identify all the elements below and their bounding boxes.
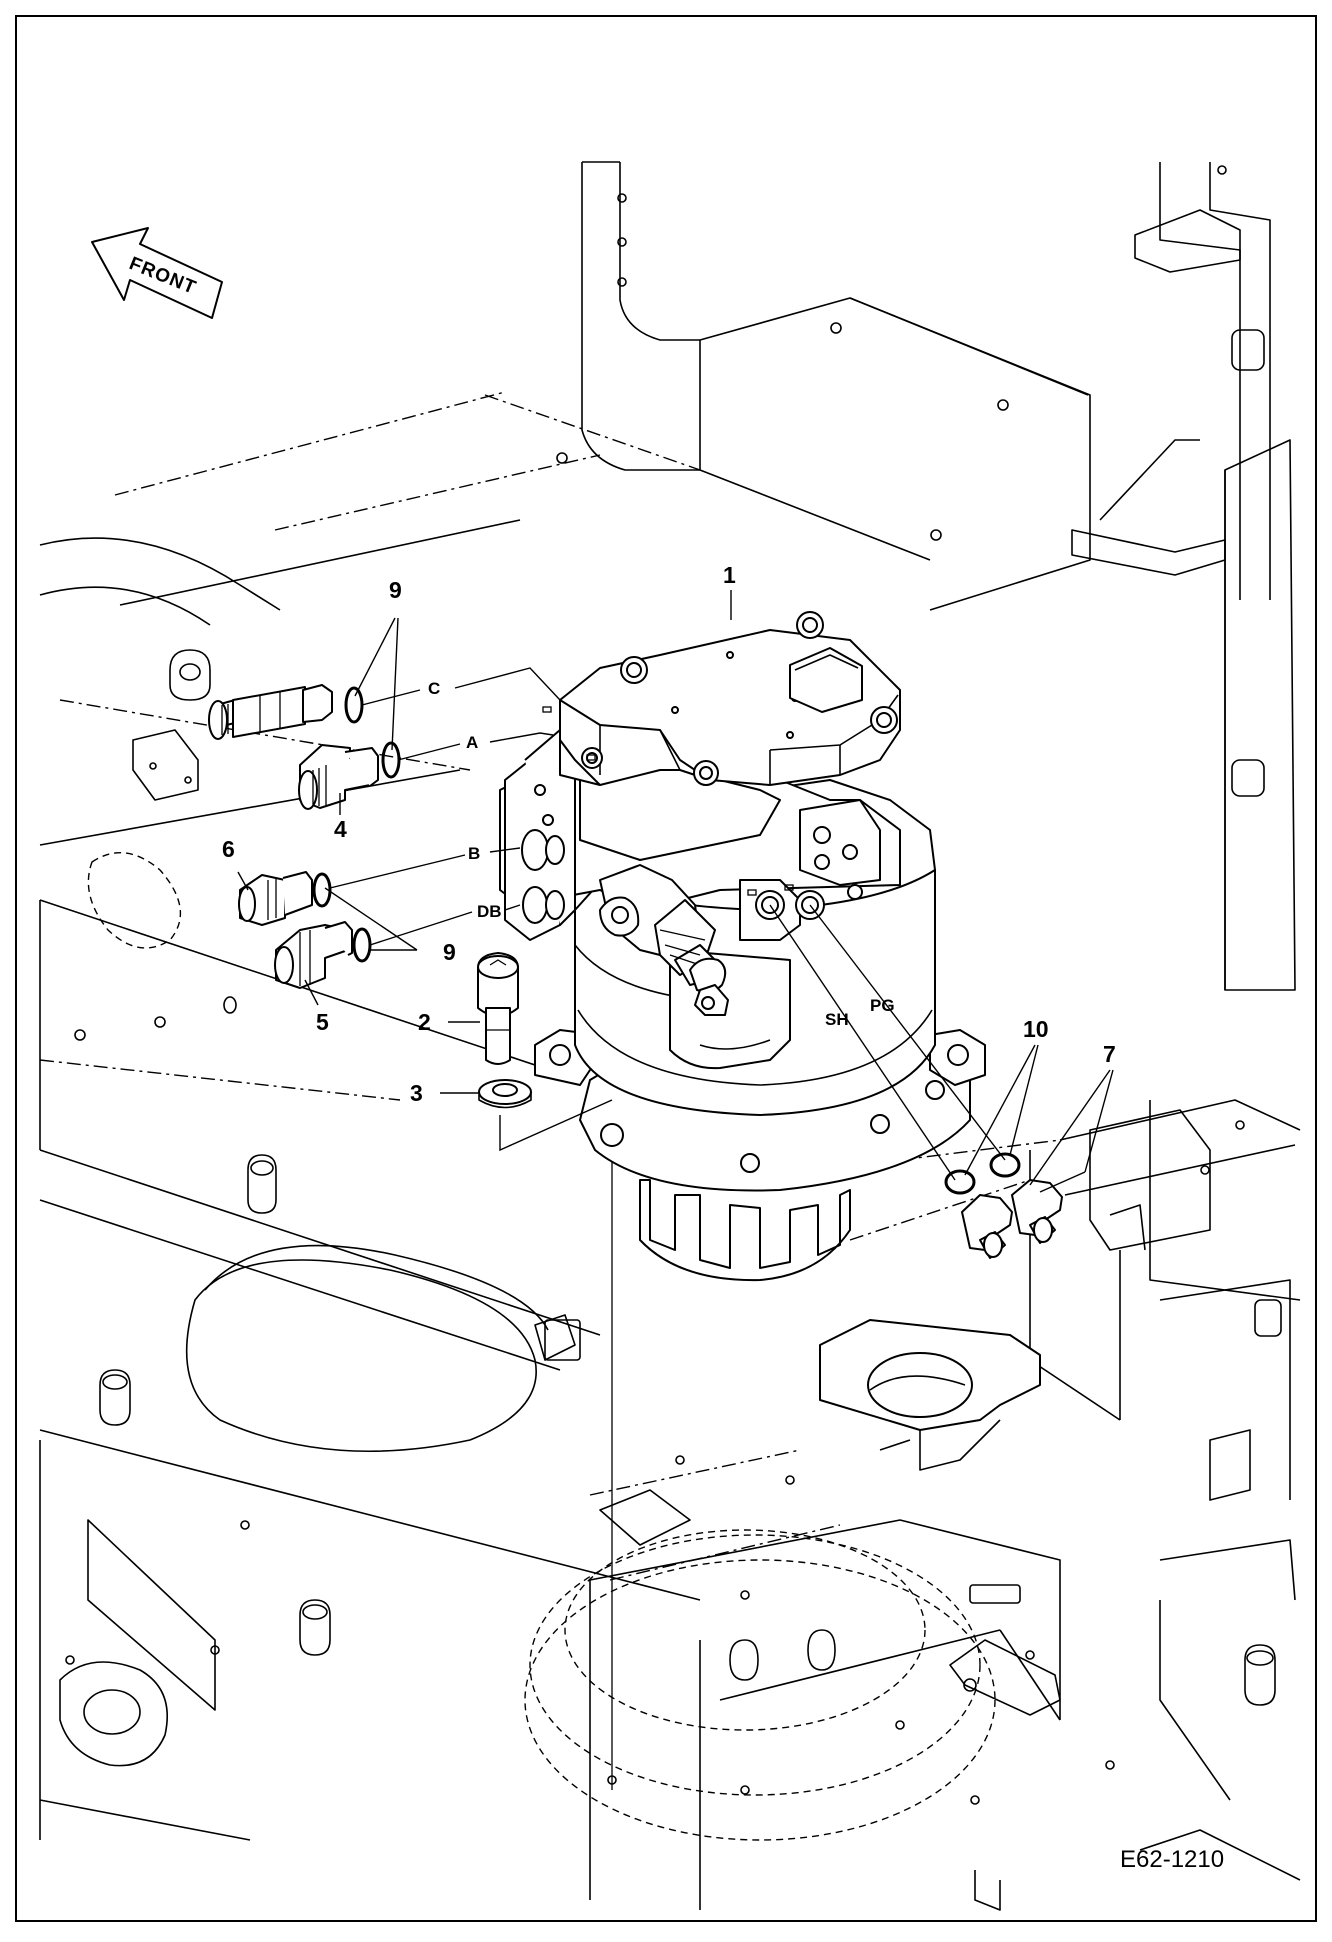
port-label-db: DB — [477, 902, 502, 921]
bolt — [477, 952, 519, 1065]
callout-9-upper: 9 — [389, 577, 402, 603]
swing-motor-assembly — [499, 611, 986, 1282]
front-arrow: FRONT — [91, 227, 223, 319]
port-label-pg: PG — [870, 996, 895, 1015]
swing-bearing-hidden-ring — [524, 1045, 1061, 1911]
port-label-sh: SH — [825, 1010, 849, 1029]
fitting-a — [298, 744, 379, 810]
callout-7: 7 — [1103, 1041, 1116, 1067]
drawing-code: E62-1210 — [1120, 1846, 1224, 1873]
callout-4: 4 — [334, 816, 347, 842]
leader-lines — [237, 590, 1114, 1193]
callout-6: 6 — [222, 836, 235, 862]
port-label-c: C — [428, 679, 440, 698]
callout-2: 2 — [418, 1009, 431, 1035]
drawing-border — [15, 15, 1317, 1922]
fitting-pg — [1011, 1179, 1063, 1244]
washer — [478, 1079, 532, 1109]
motor-mount-flange — [819, 1319, 1041, 1471]
callout-labels: 1 9 4 6 9 5 2 3 10 7 — [222, 562, 1116, 1106]
fitting-db — [274, 921, 353, 989]
port-labels: C A B DB SH PG — [428, 679, 895, 1029]
main-frame-structure — [39, 391, 1301, 1910]
port-label-b: B — [468, 844, 480, 863]
upper-frame-structure — [581, 161, 1296, 991]
callout-5: 5 — [316, 1009, 329, 1035]
fitting-b — [238, 871, 313, 926]
port-label-a: A — [466, 733, 478, 752]
callout-9-lower: 9 — [443, 939, 456, 965]
callout-10: 10 — [1023, 1016, 1049, 1042]
fitting-sh — [961, 1194, 1013, 1259]
fitting-c — [208, 684, 333, 740]
callout-1: 1 — [723, 562, 736, 588]
callout-3: 3 — [410, 1080, 423, 1106]
